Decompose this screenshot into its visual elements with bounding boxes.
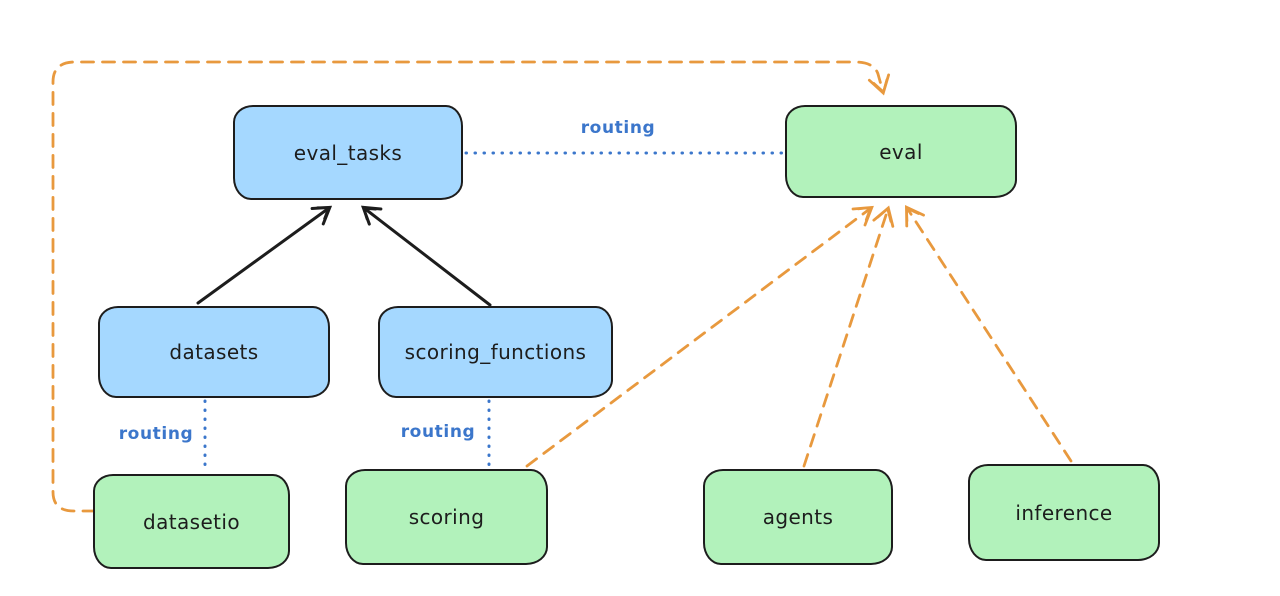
node-scoring-label: scoring <box>408 505 485 529</box>
node-datasetio: datasetio <box>93 474 290 569</box>
node-agents: agents <box>703 469 893 565</box>
node-datasets: datasets <box>98 306 330 398</box>
node-eval-tasks-label: eval_tasks <box>293 140 403 165</box>
edge-label-routing-eval-tasks-eval: routing <box>580 118 656 138</box>
node-inference: inference <box>968 464 1160 561</box>
arrow-agents-to-eval <box>802 205 895 468</box>
node-eval-label: eval <box>879 139 923 164</box>
arrow-datasetio-to-eval <box>51 60 891 513</box>
node-datasetio-label: datasetio <box>142 509 240 534</box>
node-scoring-functions-label: scoring_functions <box>404 340 587 364</box>
node-inference-label: inference <box>1015 500 1113 525</box>
node-agents-label: agents <box>762 505 834 529</box>
edge-label-routing-scoring-functions-scoring: routing <box>400 422 476 442</box>
arrow-scoring-functions-to-eval-tasks <box>360 205 492 307</box>
edge-label-routing-datasets-datasetio: routing <box>118 424 194 444</box>
arrow-scoring-to-eval <box>525 205 874 468</box>
node-eval-tasks: eval_tasks <box>233 105 463 200</box>
node-scoring-functions: scoring_functions <box>378 306 613 398</box>
node-eval: eval <box>785 105 1017 198</box>
arrow-datasets-to-eval-tasks <box>196 205 333 305</box>
node-datasets-label: datasets <box>169 340 259 364</box>
node-scoring: scoring <box>345 469 548 565</box>
arrow-inference-to-eval <box>905 204 1073 463</box>
